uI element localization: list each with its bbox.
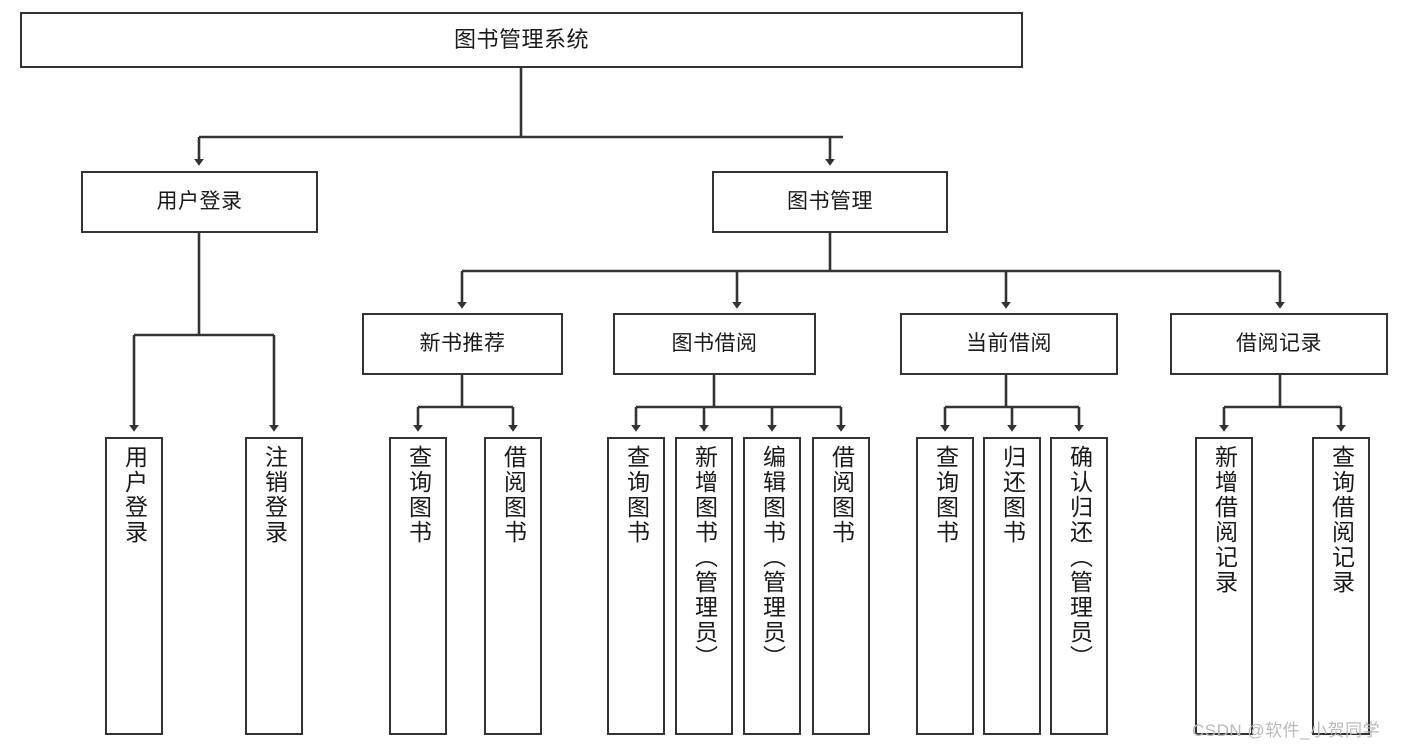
node-leaf-add-book[interactable]: 新增图书（管理员） (675, 437, 733, 735)
node-user-login[interactable]: 用户登录 (81, 171, 318, 233)
node-book-manage-label: 图书管理 (787, 189, 873, 213)
node-leaf-query-record-label: 查询借阅记录 (1328, 445, 1355, 595)
node-borrow-record-label: 借阅记录 (1236, 331, 1322, 355)
node-leaf-query-record[interactable]: 查询借阅记录 (1312, 437, 1370, 735)
node-leaf-add-book-label: 新增图书（管理员） (691, 445, 718, 670)
node-leaf-add-record-label: 新增借阅记录 (1211, 445, 1238, 595)
csdn-watermark: CSDN @软件_小贺同学 (1192, 721, 1381, 740)
node-leaf-confirm-return[interactable]: 确认归还（管理员） (1050, 437, 1108, 735)
node-leaf-logout[interactable]: 注销登录 (245, 437, 303, 735)
node-leaf-user-login-label: 用户登录 (121, 445, 148, 545)
node-leaf-return-book-label: 归还图书 (999, 445, 1026, 545)
node-borrow-record[interactable]: 借阅记录 (1170, 313, 1388, 375)
node-new-book-rec[interactable]: 新书推荐 (362, 313, 563, 375)
node-leaf-query-book-1[interactable]: 查询图书 (389, 437, 447, 735)
node-root-label: 图书管理系统 (453, 27, 589, 53)
node-leaf-query-book-3-label: 查询图书 (932, 445, 959, 545)
node-leaf-borrow-book-1-label: 借阅图书 (500, 445, 527, 545)
node-leaf-borrow-book-2[interactable]: 借阅图书 (812, 437, 870, 735)
node-leaf-return-book[interactable]: 归还图书 (983, 437, 1041, 735)
node-leaf-query-book-1-label: 查询图书 (405, 445, 432, 545)
node-current-borrow-label: 当前借阅 (966, 331, 1052, 355)
node-leaf-add-record[interactable]: 新增借阅记录 (1195, 437, 1253, 735)
node-leaf-query-book-3[interactable]: 查询图书 (916, 437, 974, 735)
node-leaf-user-login[interactable]: 用户登录 (105, 437, 163, 735)
node-leaf-logout-label: 注销登录 (261, 445, 288, 545)
node-book-borrow[interactable]: 图书借阅 (613, 313, 816, 375)
node-leaf-edit-book-label: 编辑图书（管理员） (759, 445, 786, 670)
node-leaf-confirm-return-label: 确认归还（管理员） (1066, 445, 1093, 670)
node-new-book-rec-label: 新书推荐 (419, 331, 506, 355)
node-leaf-borrow-book-2-label: 借阅图书 (828, 445, 855, 545)
node-root[interactable]: 图书管理系统 (20, 12, 1023, 68)
node-leaf-query-book-2-label: 查询图书 (623, 445, 650, 545)
node-book-manage[interactable]: 图书管理 (712, 171, 948, 233)
node-current-borrow[interactable]: 当前借阅 (900, 313, 1118, 375)
node-leaf-edit-book[interactable]: 编辑图书（管理员） (743, 437, 801, 735)
node-leaf-borrow-book-1[interactable]: 借阅图书 (484, 437, 542, 735)
node-leaf-query-book-2[interactable]: 查询图书 (607, 437, 665, 735)
node-book-borrow-label: 图书借阅 (671, 331, 758, 355)
node-user-login-label: 用户登录 (156, 189, 243, 213)
